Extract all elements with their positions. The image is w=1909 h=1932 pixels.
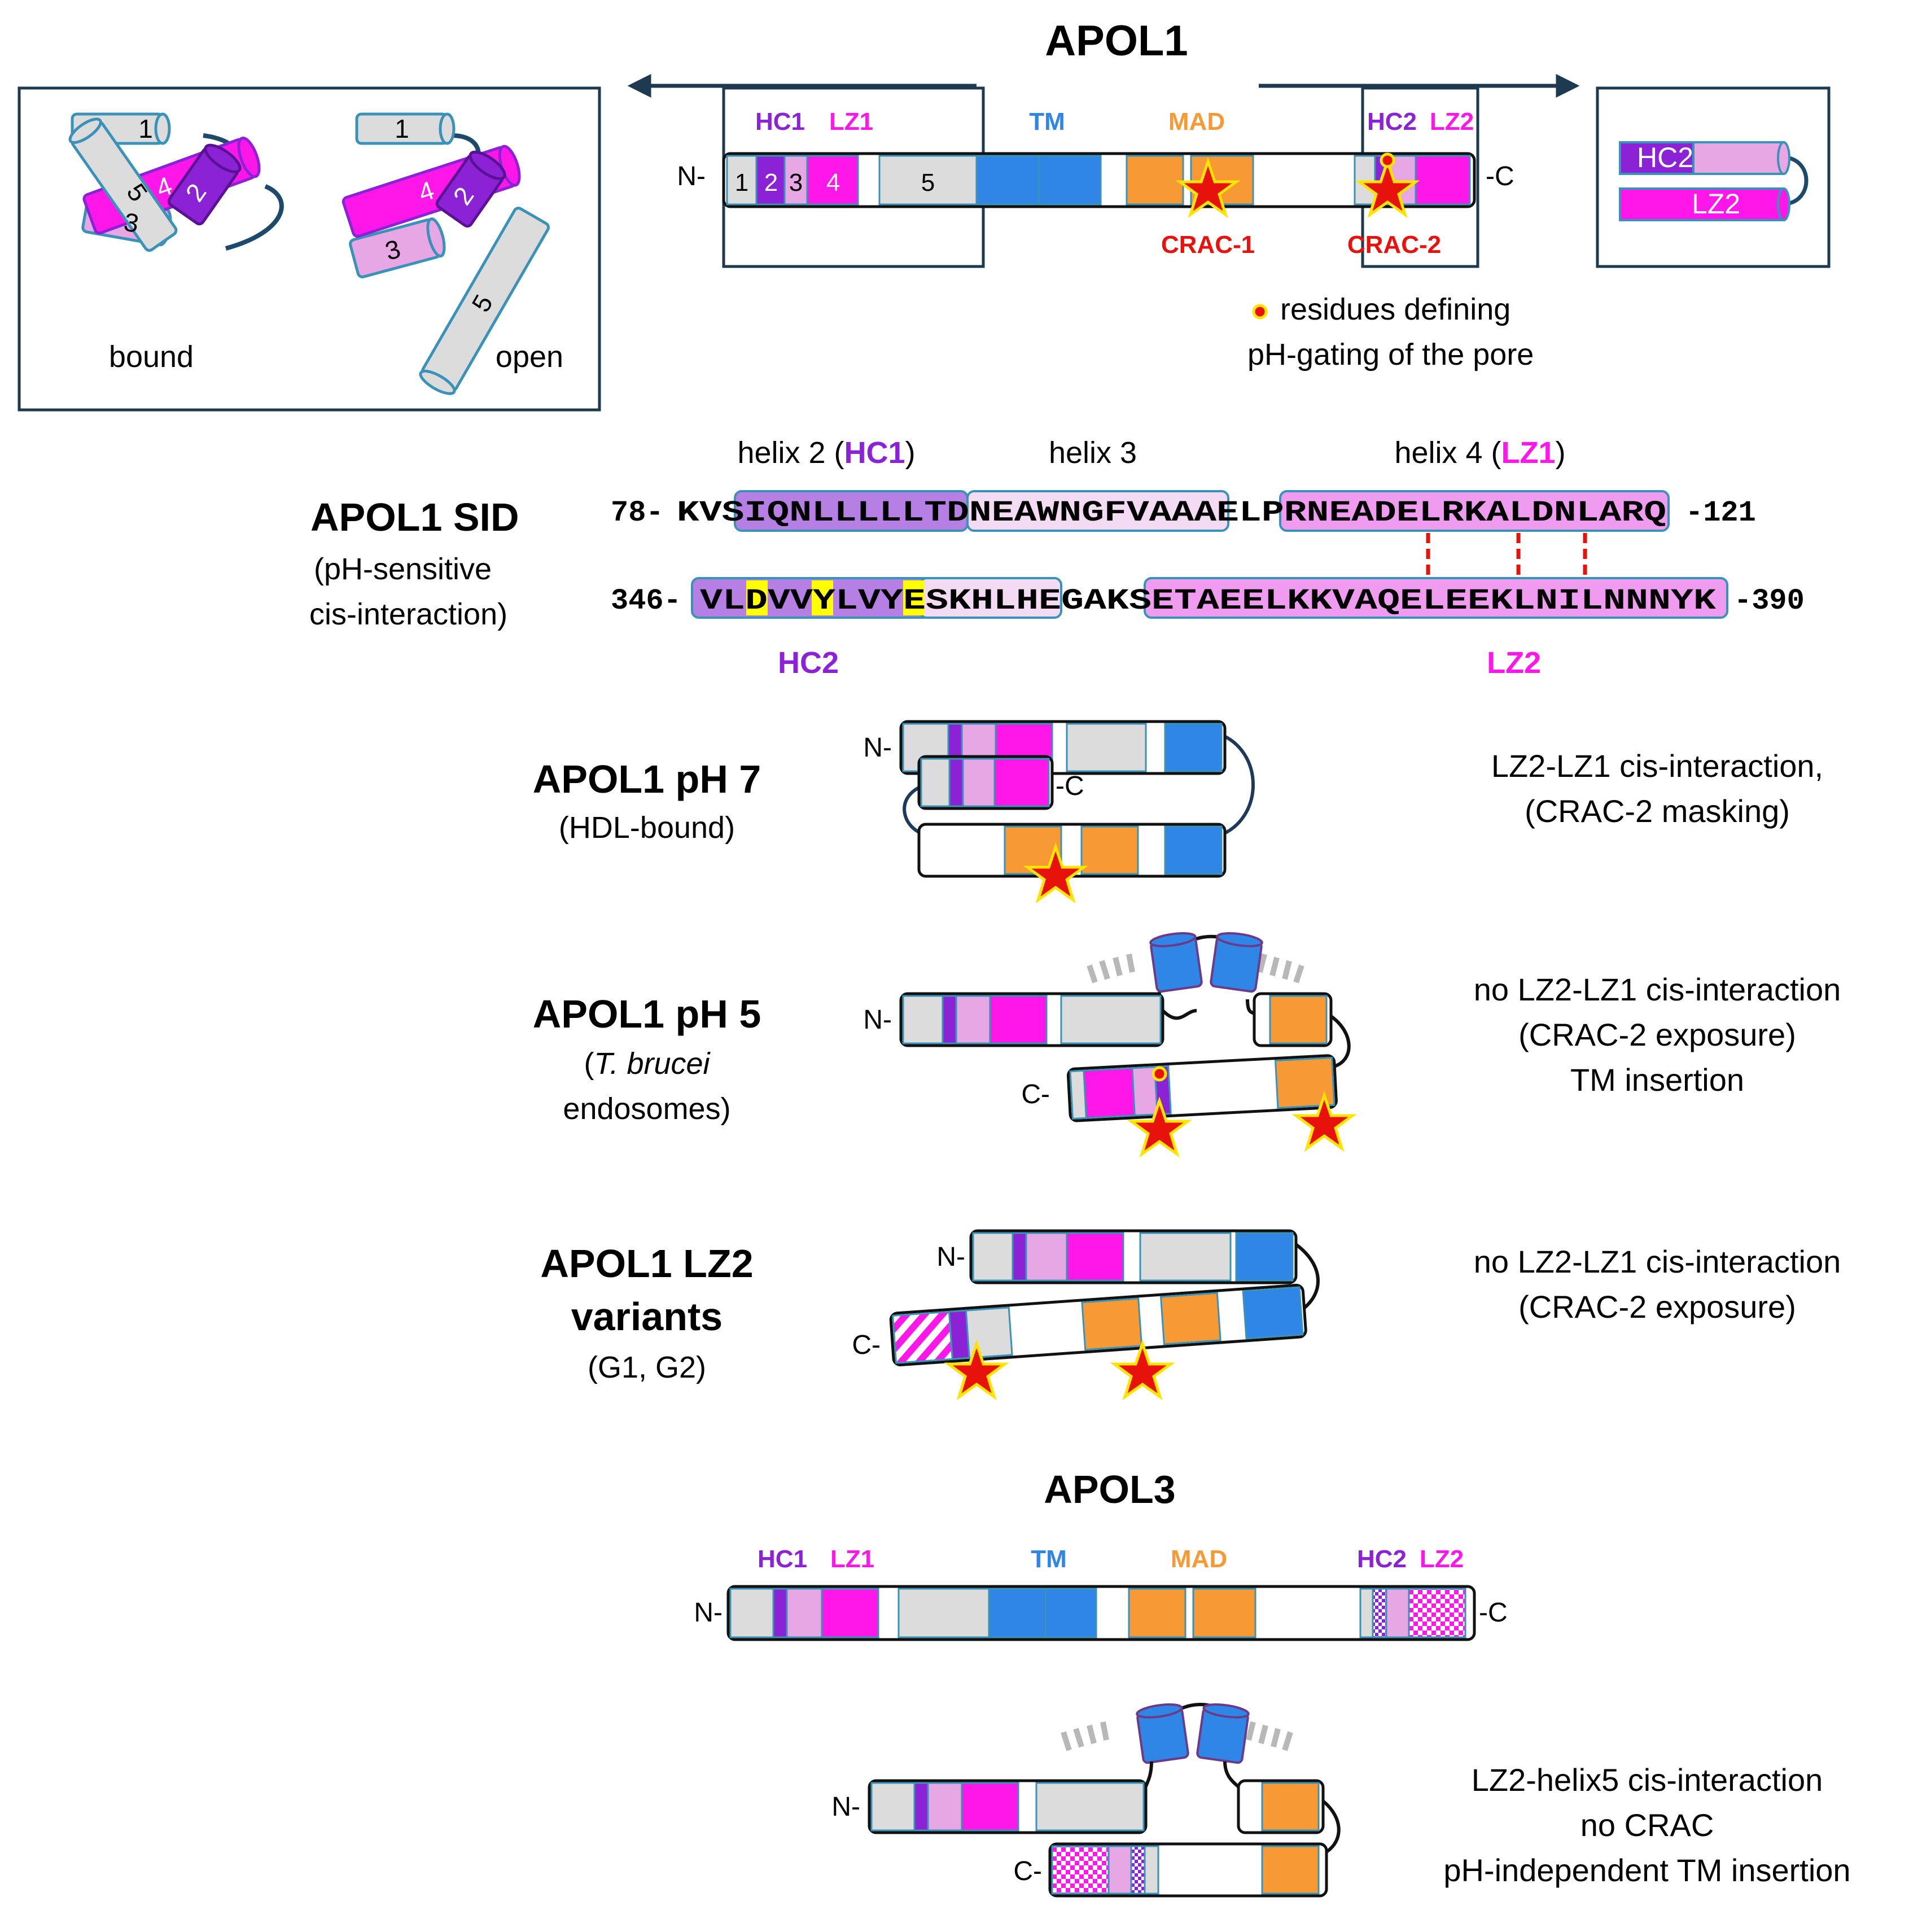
label-mad: MAD — [1168, 108, 1225, 135]
apol3-desc-3: pH-independent TM insertion — [1443, 1852, 1850, 1888]
crac2-label: CRAC-2 — [1347, 231, 1441, 259]
inset-right-frame — [1596, 86, 1831, 268]
hairpin-lz2: LZ2 — [1692, 188, 1740, 220]
seq2-sequence: VLDVVYLVYESKHLHEGAKSETAEELKKVAQELEEKLNIL… — [700, 584, 1717, 618]
apol3-label-hc1: HC1 — [758, 1545, 807, 1573]
variants-n: N- — [936, 1242, 965, 1272]
label-lz1: LZ1 — [829, 108, 873, 135]
bound-label: bound — [109, 340, 194, 374]
helix-1-number: 1 — [735, 169, 748, 196]
apol1-title: APOL1 — [1045, 17, 1188, 65]
ph5-diagram — [899, 932, 1357, 1158]
legend-line-2: pH-gating of the pore — [1247, 338, 1534, 371]
seq1-end: -121 — [1685, 496, 1756, 530]
inset-left-frame — [17, 86, 601, 412]
apol3-title: APOL3 — [1044, 1467, 1175, 1511]
label-lz2: LZ2 — [1430, 108, 1474, 135]
apol3-desc-1: LZ2-helix5 cis-interaction — [1472, 1762, 1823, 1798]
ph5-n: N- — [863, 1005, 892, 1035]
c-terminus: -C — [1486, 161, 1514, 191]
ph7-c: -C — [1056, 771, 1084, 801]
crac2-star — [1355, 157, 1420, 218]
variants-diagram — [889, 1229, 1320, 1401]
seq1-helix4-box — [1279, 490, 1670, 532]
seq1-start: 78- — [611, 496, 664, 530]
open-helix-1: 1 — [395, 114, 409, 143]
legend-line-1: residues defining — [1280, 292, 1510, 326]
seq-lz2-label: LZ2 — [1487, 646, 1541, 680]
seq1-helix3-box — [966, 490, 1229, 532]
helix-3-number: 3 — [789, 169, 803, 196]
helix4-label: helix 4 (LZ1) — [1394, 436, 1565, 470]
apol3-c: -C — [1479, 1598, 1508, 1628]
highlight-d — [746, 580, 768, 615]
ph5-sub-2: endosomes) — [563, 1092, 730, 1126]
ph5-c: C- — [1021, 1079, 1050, 1109]
ph7-desc-1: LZ2-LZ1 cis-interaction, — [1491, 748, 1823, 784]
highlight-y — [812, 580, 833, 615]
helix-2-number: 2 — [764, 169, 778, 196]
apol3-folded-diagram — [868, 1703, 1341, 1898]
ph7-diagram — [899, 720, 1255, 904]
legend-dot — [1252, 304, 1268, 320]
label-hc1: HC1 — [755, 108, 805, 135]
ph5-desc-3: TM insertion — [1570, 1062, 1744, 1098]
variants-title-1: APOL1 LZ2 — [540, 1242, 753, 1286]
highlight-e — [903, 580, 925, 615]
helix3-label: helix 3 — [1049, 436, 1137, 470]
bound-helix-1: 1 — [138, 114, 153, 143]
ph7-sub: (HDL-bound) — [559, 811, 735, 845]
apol3-bar-segments — [729, 1588, 1466, 1638]
seq2-lz2-box — [1144, 577, 1728, 619]
open-label: open — [496, 340, 563, 374]
ph7-desc-2: (CRAC-2 masking) — [1525, 793, 1790, 829]
ph7-n: N- — [863, 733, 892, 763]
variants-c: C- — [852, 1330, 881, 1360]
ph5-sub-1: (T. brucei — [584, 1047, 711, 1081]
sid-title: APOL1 SID — [310, 495, 519, 539]
apol3-label-lz1: LZ1 — [830, 1545, 874, 1573]
helix-4-number: 4 — [826, 169, 840, 196]
label-tm: TM — [1029, 108, 1065, 135]
variants-title-2: variants — [571, 1295, 723, 1339]
seq2-start: 346- — [611, 584, 681, 618]
crac1-label: CRAC-1 — [1161, 231, 1255, 259]
open-structure — [341, 112, 550, 395]
apol3-label-tm: TM — [1031, 1545, 1067, 1573]
apol3-desc-2: no CRAC — [1580, 1807, 1714, 1843]
apol3-n: N- — [694, 1598, 723, 1628]
crac1-star — [1175, 157, 1241, 218]
apol3-folded-c: C- — [1013, 1856, 1042, 1886]
apol3-label-lz2: LZ2 — [1420, 1545, 1464, 1573]
gating-residue-dot — [1380, 152, 1395, 168]
seq-hc2-label: HC2 — [778, 646, 839, 680]
apol3-label-hc2: HC2 — [1357, 1545, 1407, 1573]
label-hc2: HC2 — [1367, 108, 1417, 135]
ph5-title: APOL1 pH 5 — [533, 992, 761, 1036]
seq2-end: -390 — [1734, 584, 1805, 618]
apol1-bar-segments — [726, 155, 1471, 206]
helix-5-number: 5 — [921, 169, 935, 196]
apol3-label-mad: MAD — [1171, 1545, 1227, 1573]
ph7-title: APOL1 pH 7 — [533, 757, 761, 801]
n-terminus: N- — [677, 161, 706, 191]
apol3-folded-n: N- — [831, 1792, 860, 1822]
hairpin-hc2: HC2 — [1637, 142, 1693, 173]
helix2-label: helix 2 (HC1) — [737, 436, 915, 470]
seq1-sequence: KVSIQNLLLLLTDNEAWNGFVAAAELPRNEADELRKALDN… — [677, 496, 1666, 530]
ph5-desc-1: no LZ2-LZ1 cis-interaction — [1474, 972, 1841, 1007]
variants-sub: (G1, G2) — [588, 1350, 706, 1384]
sid-subtitle-2: cis-interaction) — [309, 597, 507, 631]
hc2-lz2-hairpin — [1619, 141, 1809, 221]
variants-desc-1: no LZ2-LZ1 cis-interaction — [1474, 1244, 1841, 1279]
variants-desc-2: (CRAC-2 exposure) — [1518, 1289, 1796, 1325]
bound-structure — [68, 112, 284, 252]
sid-subtitle-1: (pH-sensitive — [314, 552, 492, 586]
ph5-desc-2: (CRAC-2 exposure) — [1518, 1017, 1796, 1052]
